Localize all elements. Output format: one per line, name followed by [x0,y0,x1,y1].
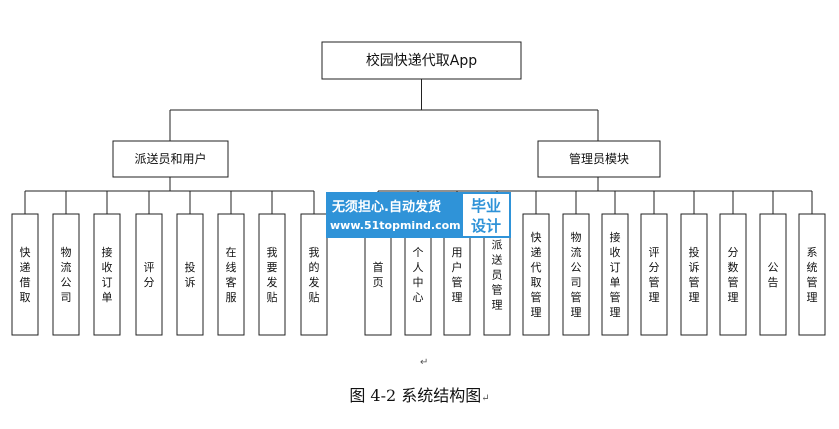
leaf-node-label: 公告 [768,261,779,289]
leaf-node-label: 投诉管理 [689,245,700,304]
leaf-node [562,213,590,336]
leaf-node [522,213,550,336]
leaf-node-label: 评分管理 [649,246,660,304]
leaf-node-label: 物流公司管理 [571,230,582,319]
paragraph-mark: ↵ [420,357,429,368]
leaf-node [176,213,204,336]
leaf-node [11,213,39,336]
leaf-node-label: 在线客服 [226,246,237,304]
leaf-node-label: 快递借取 [20,246,31,304]
module-node [537,140,661,178]
leaf-node-label: 接收订单管理 [610,231,621,319]
leaf-node-label: 分数管理 [728,246,739,304]
leaf-node [217,213,245,336]
leaf-node-label: 首页 [373,260,384,289]
watermark-logo: 无须担心.自动发货 www.51topmind.com 毕业 设计 [326,192,511,238]
leaf-node [258,213,286,336]
leaf-node-label: 派送员管理 [492,239,503,312]
leaf-node [93,213,121,336]
watermark-banner: 无须担心.自动发货 www.51topmind.com [326,192,461,238]
leaf-node [798,213,826,336]
module-node-label: 管理员模块 [569,151,629,166]
root-node-label: 校园快递代取App [366,52,477,69]
paragraph-mark: ↵ [481,393,490,404]
leaf-node [52,213,80,336]
leaf-node [680,213,708,336]
leaf-node-label: 用户管理 [452,246,463,304]
module-node-label: 派送员和用户 [134,151,206,166]
leaf-node [719,213,747,336]
leaf-node [601,213,629,336]
figure-caption: 图 4-2 系统结构图↵ [0,382,839,406]
leaf-node-label: 评分 [144,261,155,289]
caption-text: 图 4-2 系统结构图 [349,386,482,405]
leaf-node-label: 接收订单 [102,246,113,304]
leaf-node [300,213,328,336]
leaf-node [759,213,787,336]
leaf-node-label: 个人中心 [413,246,424,304]
module-node [112,140,229,178]
leaf-node-label: 快递代取管理 [531,231,542,319]
leaf-node [135,213,163,336]
watermark-url: www.51topmind.com [330,219,461,232]
watermark-badge-bottom: 设计 [470,217,501,235]
leaf-node-label: 我的发贴 [309,246,320,304]
root-node [321,41,522,80]
watermark-slogan: 无须担心.自动发货 [332,200,441,215]
watermark-badge: 毕业 设计 [461,192,511,238]
watermark-badge-top: 毕业 [470,197,501,215]
leaf-node-label: 系统管理 [807,246,818,304]
leaf-node [640,213,668,336]
leaf-node-label: 我要发贴 [267,246,278,304]
leaf-node-label: 投诉 [185,260,196,289]
leaf-node-label: 物流公司 [61,245,72,304]
